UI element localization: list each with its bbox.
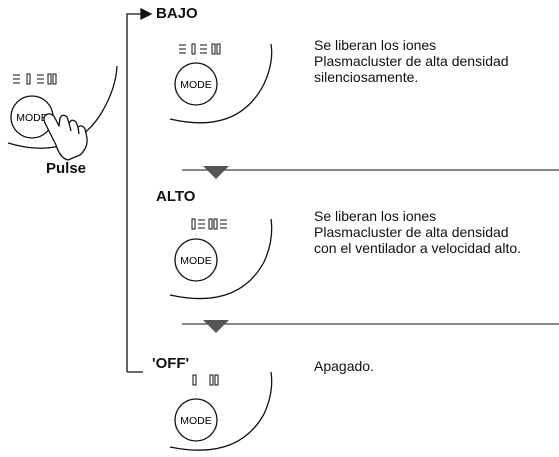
alto-mode-button bbox=[174, 238, 218, 282]
ion-indicator-off-icon bbox=[192, 374, 219, 386]
ion-indicator-icon bbox=[13, 73, 57, 85]
off-mode-button bbox=[174, 398, 218, 442]
description-line: con el ventilador a velocidad alto. bbox=[314, 240, 522, 256]
hand-pressing-icon bbox=[43, 113, 88, 161]
description-line: silenciosamente. bbox=[314, 69, 419, 85]
description-line: Apagado. bbox=[314, 358, 374, 374]
off-mode-button-label: MODE bbox=[180, 415, 212, 427]
bajo-mode-button-label: MODE bbox=[180, 79, 212, 91]
mode-title-off: 'OFF' bbox=[152, 355, 190, 372]
alto-mode-button-label: MODE bbox=[180, 255, 212, 267]
left-mode-button-label: MODE bbox=[16, 112, 48, 124]
device-off: MODE bbox=[169, 371, 273, 451]
left-device-panel: MODE bbox=[7, 65, 118, 161]
arrow-down-icon bbox=[203, 320, 229, 333]
device-bajo: MODE bbox=[169, 43, 273, 124]
mode-title-alto: ALTO bbox=[156, 188, 196, 205]
separator-1 bbox=[182, 166, 559, 179]
pulse-caption: Pulse bbox=[46, 160, 87, 177]
mode-title-bajo: BAJO bbox=[156, 5, 198, 22]
device-alto: MODE bbox=[169, 218, 273, 300]
description-bajo: Se liberan los iones Plasmacluster de al… bbox=[314, 37, 509, 85]
description-line: Se liberan los iones bbox=[314, 208, 437, 224]
description-off: Apagado. bbox=[314, 358, 374, 374]
arrow-right-icon bbox=[140, 7, 153, 21]
ion-indicator-high-icon bbox=[191, 218, 227, 230]
ion-indicator-low-icon bbox=[179, 43, 221, 55]
separator-2 bbox=[182, 320, 559, 333]
description-line: Plasmacluster de alta densidad bbox=[314, 53, 509, 69]
description-line: Plasmacluster de alta densidad bbox=[314, 224, 509, 240]
bajo-mode-button bbox=[174, 62, 218, 106]
sequence-bracket bbox=[126, 7, 153, 373]
description-line: Se liberan los iones bbox=[314, 37, 437, 53]
description-alto: Se liberan los iones Plasmacluster de al… bbox=[314, 208, 521, 256]
arrow-down-icon bbox=[203, 166, 229, 179]
